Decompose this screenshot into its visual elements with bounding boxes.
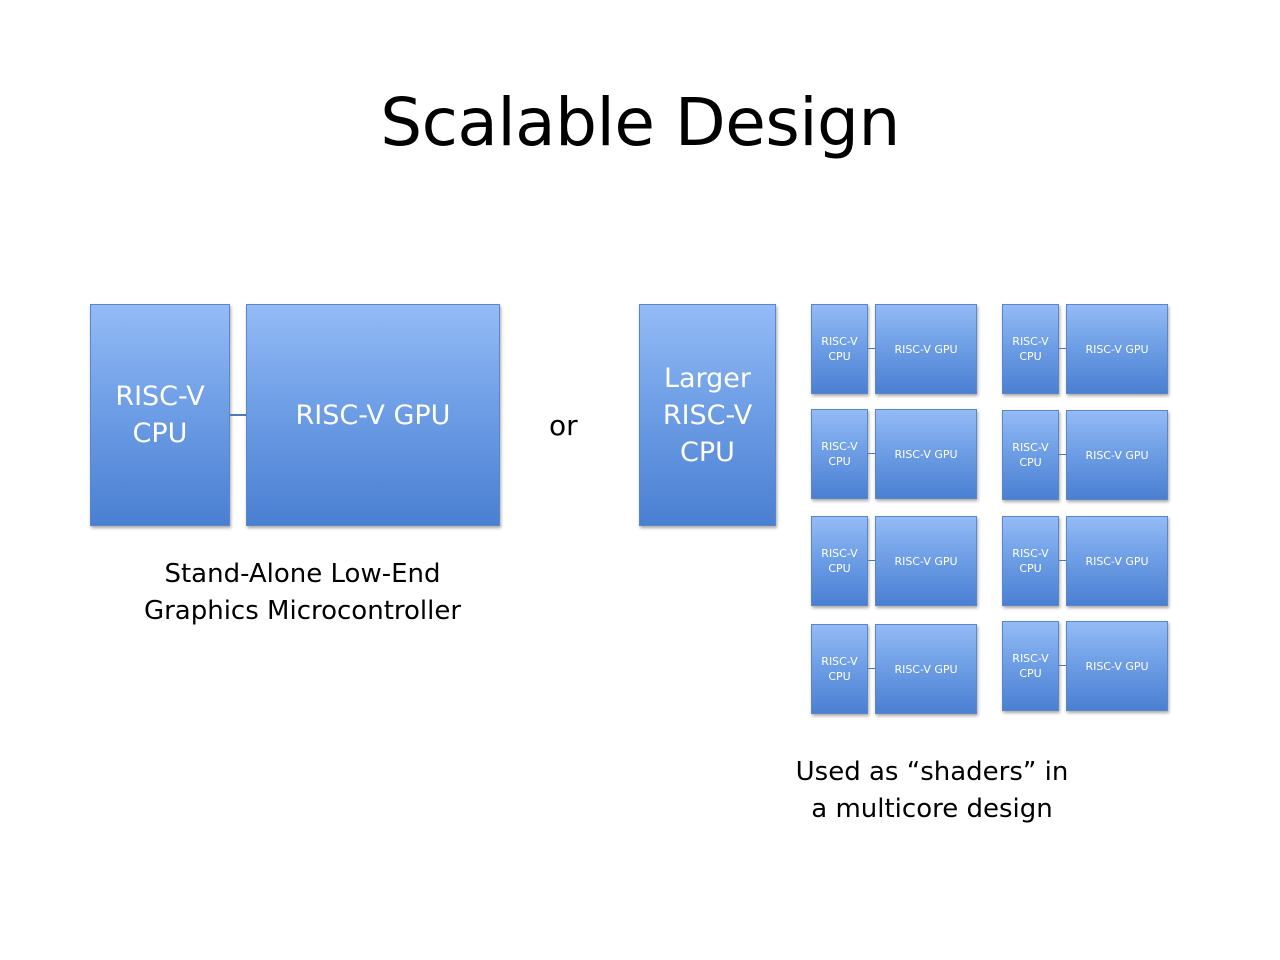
standalone-gpu-box: RISC-V GPU [246,304,500,526]
shader-cpu-box: RISC-V CPU [1002,410,1059,500]
shader-connector [1059,348,1066,349]
shader-gpu-box: RISC-V GPU [1066,621,1168,711]
standalone-cpu-gpu-connector [230,414,246,416]
shader-cpu-box: RISC-V CPU [811,304,868,394]
shader-cpu-box: RISC-V CPU [1002,621,1059,711]
shader-connector [868,560,875,561]
shader-gpu-box: RISC-V GPU [1066,516,1168,606]
shader-connector [1059,454,1066,455]
shader-cpu-box: RISC-V CPU [811,624,868,714]
shader-cpu-box: RISC-V CPU [1002,304,1059,394]
shader-gpu-box: RISC-V GPU [875,516,977,606]
shader-gpu-box: RISC-V GPU [875,409,977,499]
shader-connector [1059,665,1066,666]
standalone-cpu-box: RISC-V CPU [90,304,230,526]
shader-cpu-box: RISC-V CPU [811,409,868,499]
larger-cpu-box: Larger RISC-V CPU [639,304,776,526]
shader-gpu-box: RISC-V GPU [875,624,977,714]
shader-gpu-box: RISC-V GPU [1066,410,1168,500]
shader-cpu-box: RISC-V CPU [1002,516,1059,606]
shader-gpu-box: RISC-V GPU [1066,304,1168,394]
multicore-caption: Used as “shaders” in a multicore design [795,757,1069,824]
shader-connector [1059,560,1066,561]
shader-cpu-box: RISC-V CPU [811,516,868,606]
shader-connector [868,348,875,349]
shader-connector [868,453,875,454]
shader-connector [868,668,875,669]
slide-title: Scalable Design [380,84,900,161]
or-label: or [549,409,578,442]
standalone-caption: Stand-Alone Low-End Graphics Microcontro… [143,559,462,626]
shader-gpu-box: RISC-V GPU [875,304,977,394]
